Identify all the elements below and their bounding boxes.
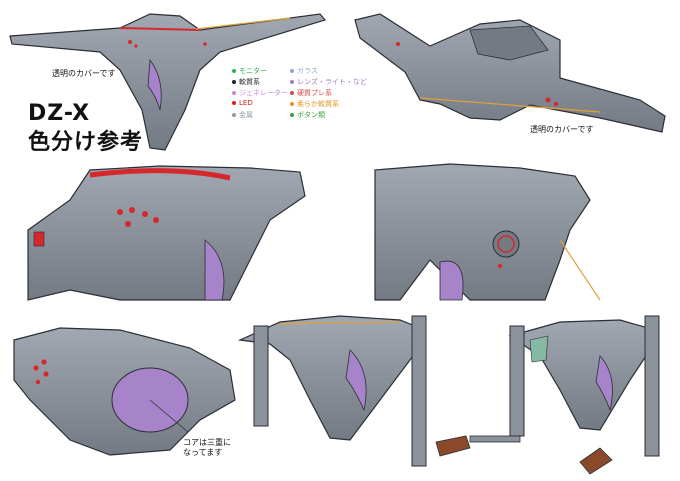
legend-color-dot-icon [290, 91, 294, 95]
detail-view-right [374, 163, 601, 301]
legend-item-label: ボタン類 [297, 111, 325, 119]
legend-color-dot-icon [290, 113, 294, 117]
legend-color-dot-icon [232, 101, 236, 105]
landing-gear [435, 435, 521, 457]
legend-color-dot-icon [290, 80, 294, 84]
legend-item-label: 硬質プレ系 [297, 89, 332, 97]
legend-color-dot-icon [290, 69, 294, 73]
legend-item-label: ジェネレーター [239, 89, 288, 97]
legend-color-dot-icon [290, 102, 294, 106]
ship-view-landed-center [237, 315, 427, 467]
legend-color-dot-icon [232, 91, 236, 95]
legend-item-label: 軟質系 [239, 78, 260, 86]
legend-item: ボタン類 [290, 110, 325, 120]
sheet-title-code: DZ-X [28, 101, 91, 126]
ship-view-top [354, 13, 666, 133]
legend-item: LED [232, 99, 253, 107]
legend-item-label: 金属 [239, 111, 253, 119]
legend-item-label: レンズ・ライト・など [297, 78, 367, 86]
legend-color-dot-icon [232, 69, 236, 73]
legend-item-label: 柔らか軟質系 [297, 100, 339, 108]
ship-view-front [9, 13, 327, 151]
sheet-title-subtitle: 色分け参考 [28, 130, 144, 155]
legend-item-label: ガラス [297, 67, 318, 75]
legend-item: 柔らか軟質系 [290, 99, 339, 109]
core-detail-view [13, 327, 236, 456]
callout-cover-right: 透明のカバーです [530, 125, 594, 134]
callout-core-line1: コアは三重に [183, 438, 231, 447]
legend-item-label: モニター [239, 67, 267, 75]
callout-core-line2: なってます [183, 448, 223, 457]
legend-item: レンズ・ライト・など [290, 77, 367, 87]
callout-cover-left: 透明のカバーです [52, 69, 116, 78]
legend-item: 軟質系 [232, 77, 260, 87]
legend-color-dot-icon [232, 80, 236, 84]
legend-item: モニター [232, 66, 267, 76]
legend-item: 金属 [232, 110, 253, 120]
legend-item: ガラス [290, 66, 318, 76]
legend-item: 硬質プレ系 [290, 88, 332, 98]
detail-view-left [27, 165, 306, 301]
ship-view-landed-right [508, 315, 660, 475]
legend-color-dot-icon [232, 113, 236, 117]
legend-item: ジェネレーター [232, 88, 288, 98]
legend-item-label: LED [239, 99, 253, 107]
